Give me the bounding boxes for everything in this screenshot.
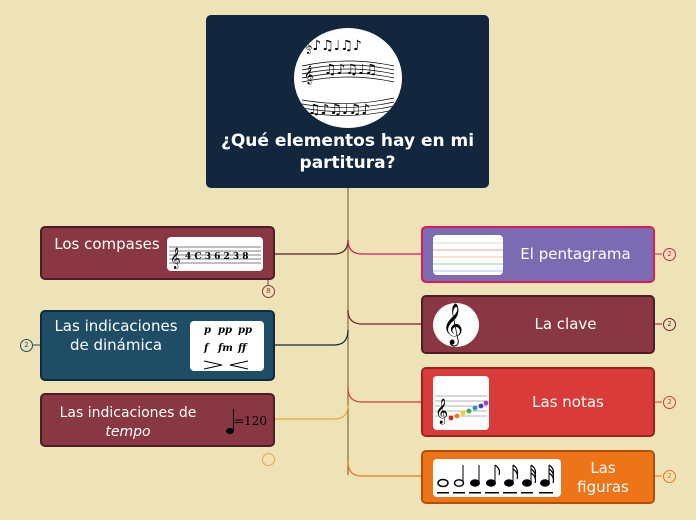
tempo-label-em: tempo [105, 424, 151, 440]
staff-lines-image [433, 235, 503, 275]
central-title: ¿Qué elementos hay en mi partitura? [220, 131, 475, 173]
tempo-badge[interactable] [262, 453, 275, 466]
tempo-mark-text: =120 [234, 414, 267, 428]
tempo-label-main: Las indicaciones de [59, 405, 197, 421]
topic-figuras[interactable]: Las figuras [421, 450, 655, 504]
figuras-badge[interactable]: 2 [663, 470, 676, 483]
svg-text:𝄞: 𝄞 [435, 398, 448, 424]
compases-badge[interactable]: 8 [262, 285, 275, 298]
svg-text:pp: pp [218, 325, 232, 336]
svg-text:fm: fm [217, 343, 233, 354]
svg-text:pp: pp [238, 325, 252, 336]
tempo-label: Las indicaciones de tempo [48, 404, 208, 442]
svg-text:𝄞♪♫♩♫♪: 𝄞♪♫♩♫♪ [304, 38, 362, 54]
svg-text:ff: ff [237, 343, 248, 354]
topic-notas[interactable]: 𝄞 Las notas [421, 367, 655, 437]
topic-tempo[interactable]: Las indicaciones de tempo =120 [40, 393, 275, 447]
dinamica-badge[interactable]: 2 [20, 339, 33, 352]
dinamica-label: Las indicaciones de dinámica [54, 317, 178, 354]
svg-text:𝄞: 𝄞 [170, 248, 181, 269]
colored-notes-image: 𝄞 [433, 376, 489, 430]
treble-clef-image: 𝄞 [433, 303, 479, 347]
clave-badge[interactable]: 2 [663, 318, 676, 331]
pentagrama-badge[interactable]: 2 [663, 248, 676, 261]
notas-label: Las notas [532, 393, 604, 411]
topic-pentagrama[interactable]: El pentagrama [421, 226, 655, 283]
metronome-mark-image: =120 [222, 405, 270, 437]
note-figures-image [433, 459, 561, 497]
time-signatures-image: 𝄞 4 C 3 6 2 3 8 [167, 237, 263, 271]
topic-clave[interactable]: 𝄞 La clave [421, 295, 655, 354]
compases-label: Los compases [54, 235, 160, 253]
sheet-music-image: 𝄞♪♫♩♫♪ 𝄞 ♫♪♫♩♫ ♫♪♫♩♫♪ [294, 28, 402, 128]
figuras-label: Las figuras [577, 459, 629, 496]
svg-text:p: p [204, 325, 211, 336]
clave-label: La clave [534, 315, 597, 333]
svg-text:𝄞: 𝄞 [304, 65, 313, 85]
svg-text:♫♪♫♩♫: ♫♪♫♩♫ [324, 62, 377, 78]
svg-text:♫♪♫♩♫♪: ♫♪♫♩♫♪ [308, 102, 370, 118]
svg-text:f: f [203, 343, 210, 354]
svg-text:4 C 3 6 2 3 8: 4 C 3 6 2 3 8 [185, 252, 249, 262]
topic-compases[interactable]: Los compases 𝄞 4 C 3 6 2 3 8 [40, 226, 275, 280]
pentagrama-label: El pentagrama [520, 245, 631, 263]
notas-badge[interactable]: 2 [663, 396, 676, 409]
